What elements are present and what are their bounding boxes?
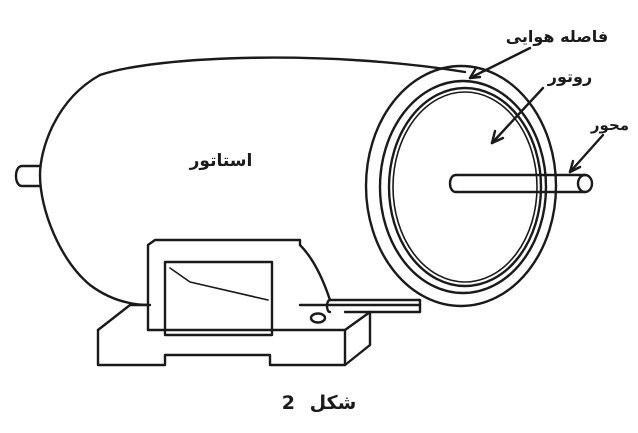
figure-caption: شکل 2 <box>0 392 638 414</box>
shaft-arrow <box>568 133 605 174</box>
caption-number: 2 <box>281 392 295 414</box>
stator-label: استاتور <box>189 151 253 171</box>
shaft <box>448 173 594 194</box>
mounting-base <box>96 238 422 367</box>
end-ring <box>364 64 558 308</box>
rotor-label: روتور <box>547 67 592 86</box>
air-gap-label: فاصله هوایی <box>506 27 609 46</box>
stator-body <box>14 56 467 307</box>
rotor-arrow <box>490 86 545 145</box>
shaft-label: محور <box>590 116 629 134</box>
air-gap-arrow <box>468 46 532 80</box>
rotor <box>387 86 543 288</box>
caption-word: شکل <box>309 392 357 414</box>
